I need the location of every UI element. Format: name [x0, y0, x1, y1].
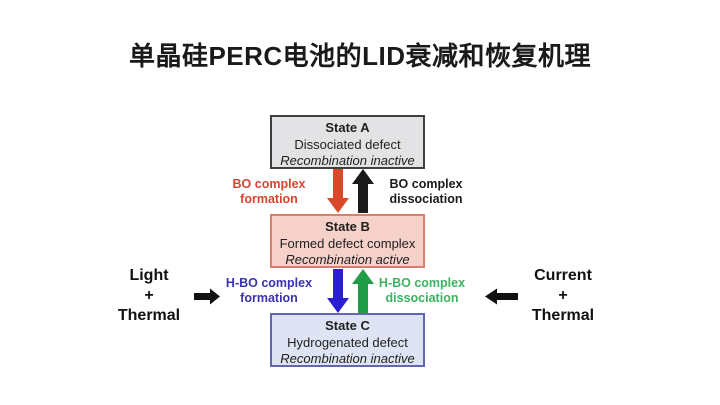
bo-dissociation-up-arrow-shape: [352, 169, 374, 213]
left-arrow-icon: [485, 288, 518, 304]
state-b-name: State B: [325, 219, 370, 234]
left-condition-group: Light + Thermal: [112, 266, 221, 326]
right-condition-text: Current + Thermal: [526, 266, 600, 326]
right-arrow-shape: [194, 288, 220, 304]
hbo-formation-down-arrow-icon: [327, 269, 349, 313]
state-b-description: Formed defect complex: [279, 235, 416, 251]
hbo-complex-formation-label: H-BO complex formation: [225, 276, 313, 305]
left-condition-line-1: Light: [129, 267, 169, 284]
slide-title: 单晶硅PERC电池的LID衰减和恢复机理: [128, 41, 592, 71]
left-condition-line-3: Thermal: [117, 307, 181, 324]
state-a-activity: Recombination inactive: [280, 153, 415, 168]
state-c-description: Hydrogenated defect: [287, 334, 408, 350]
bo-dissociation-up-arrow-icon: [352, 169, 374, 213]
hbo-dissociation-up-arrow-shape: [352, 269, 374, 313]
bo-formation-down-arrow-icon: [327, 169, 349, 213]
state-c-name: State C: [325, 318, 370, 333]
state-c-activity: Recombination inactive: [280, 351, 415, 366]
state-b-activity: Recombination active: [285, 252, 410, 267]
right-condition-group: Current + Thermal: [484, 266, 600, 326]
left-condition-text: Light + Thermal: [112, 266, 186, 326]
state-c-box: State C Hydrogenated defect Recombinatio…: [270, 313, 425, 367]
left-arrow-shape: [485, 288, 518, 304]
hbo-complex-dissociation-label: H-BO complex dissociation: [378, 276, 466, 305]
right-condition-line-2: +: [558, 287, 568, 304]
hbo-formation-down-arrow-shape: [327, 269, 349, 313]
bo-complex-dissociation-label: BO complex dissociation: [389, 177, 463, 206]
state-a-box: State A Dissociated defect Recombination…: [270, 115, 425, 169]
right-arrow-icon: [194, 288, 220, 304]
state-a-name: State A: [325, 120, 370, 135]
state-a-description: Dissociated defect: [294, 136, 401, 152]
left-condition-line-2: +: [144, 287, 154, 304]
bo-formation-down-arrow-shape: [327, 169, 349, 213]
right-condition-line-1: Current: [534, 267, 592, 284]
hbo-dissociation-up-arrow-icon: [352, 269, 374, 313]
state-b-box: State B Formed defect complex Recombinat…: [270, 214, 425, 268]
bo-complex-formation-label: BO complex formation: [232, 177, 306, 206]
right-condition-line-3: Thermal: [531, 307, 595, 324]
